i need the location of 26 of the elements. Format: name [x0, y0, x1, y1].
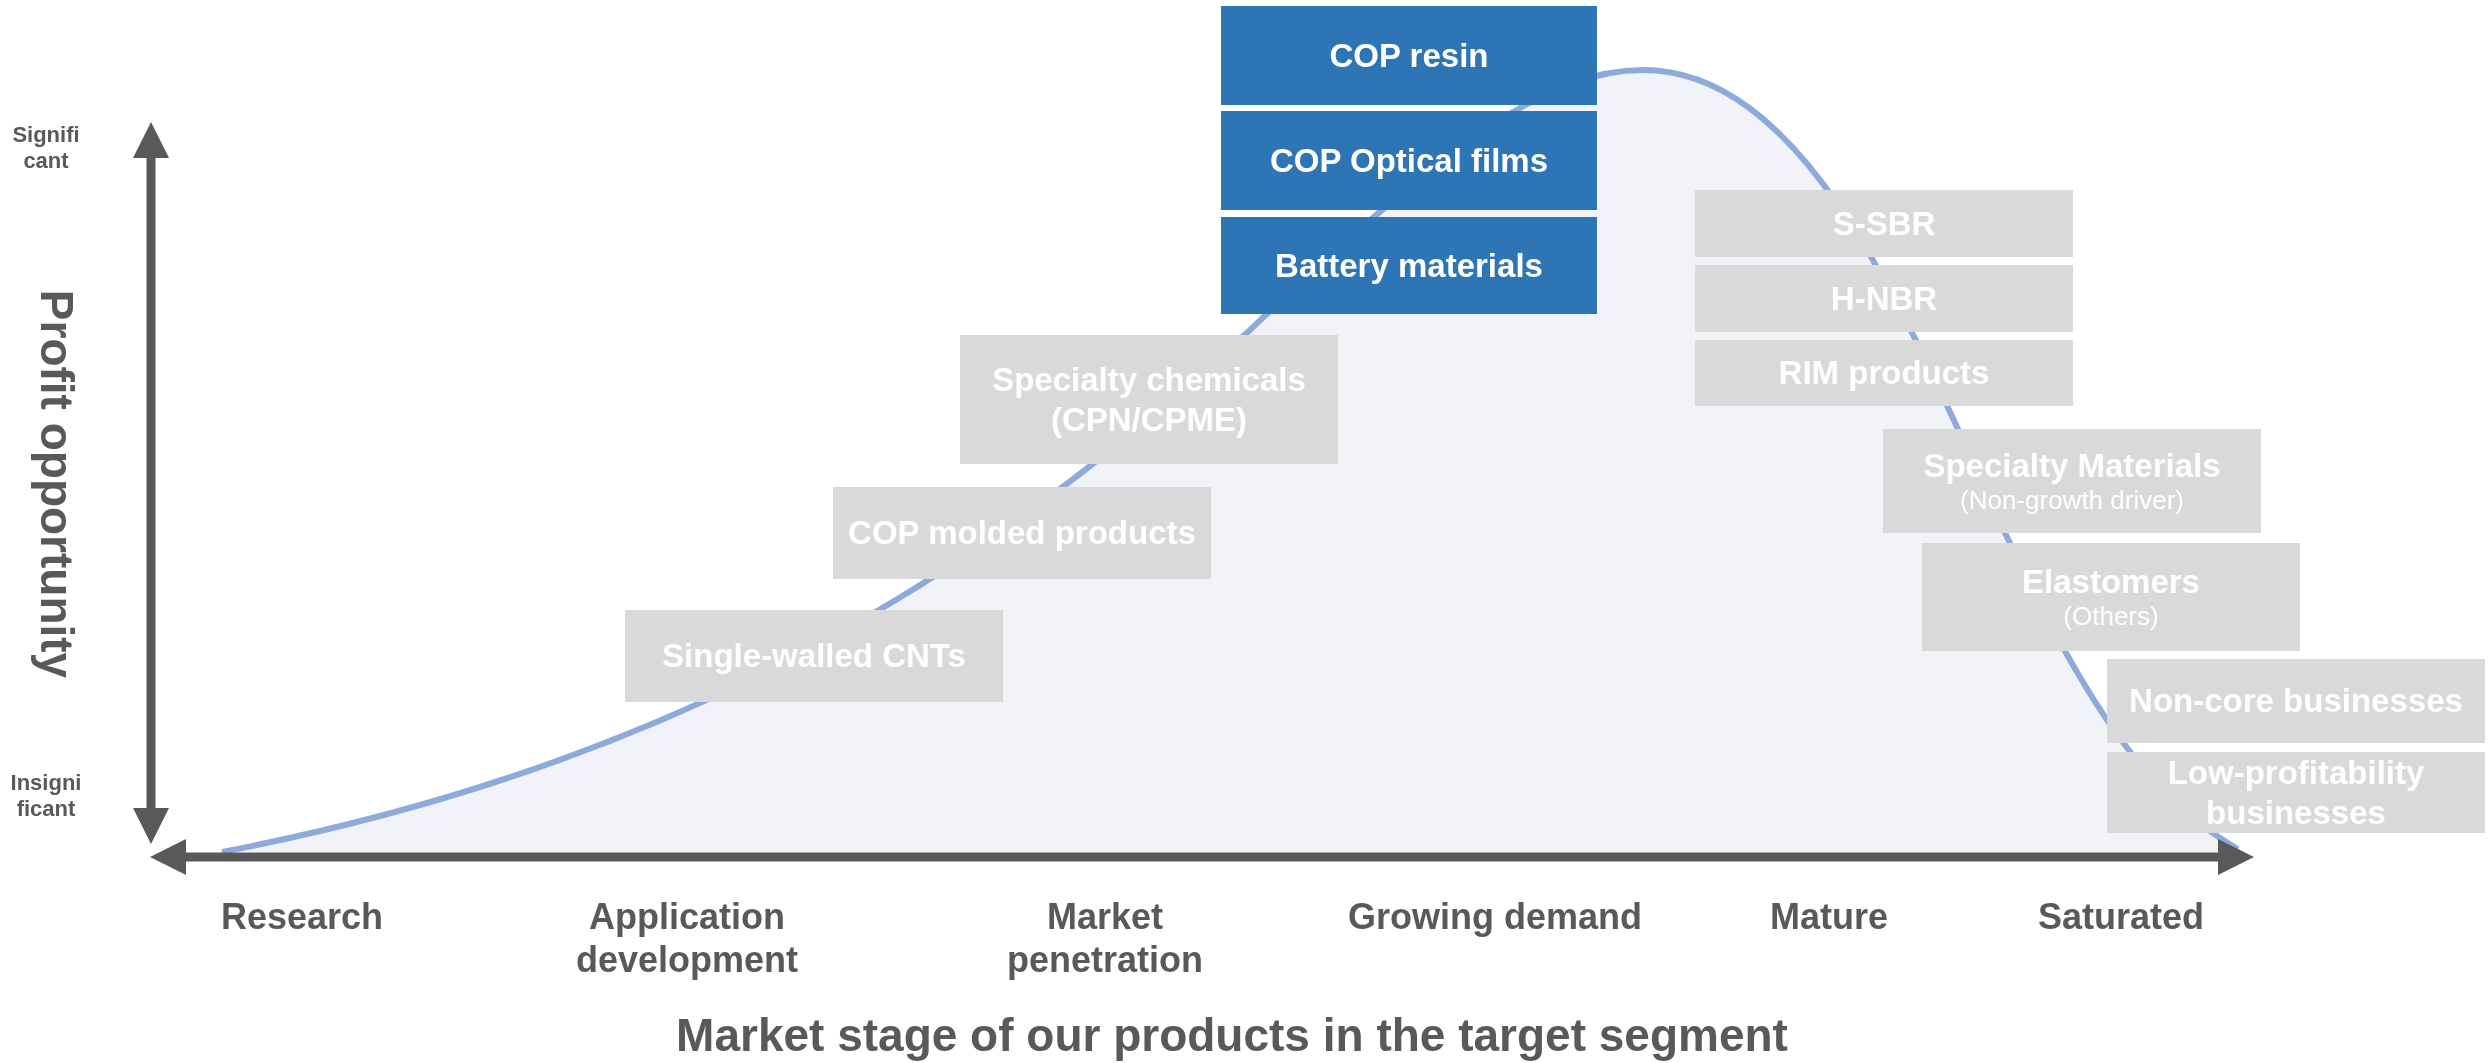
product-box [960, 335, 1338, 464]
product-box [1695, 190, 2073, 257]
product-box [625, 610, 1003, 702]
product-name: Battery materials [1275, 245, 1543, 286]
product-box [2107, 659, 2485, 743]
product-box [1221, 6, 1597, 105]
axis-title: Profit opportunity [29, 289, 84, 679]
axis-end-label: Signifi cant [11, 122, 81, 175]
product-box [1922, 543, 2300, 651]
product-box [1695, 265, 2073, 332]
product-name: COP Optical films [1269, 140, 1549, 181]
product-box [2107, 752, 2485, 833]
product-name: COP resin [1329, 35, 1489, 76]
stage-label: Research [219, 895, 385, 939]
stage-label: Application development [574, 895, 799, 982]
stage-label: Mature [1769, 895, 1889, 939]
product-box [1221, 217, 1597, 314]
stage-label: Market penetration [1006, 895, 1204, 982]
product-box [1883, 429, 2261, 533]
axis-end-label: Insigni ficant [9, 770, 83, 823]
product-box [833, 487, 1211, 579]
axis-title: Market stage of our products in the target segment [675, 1008, 1789, 1063]
product-box [1695, 340, 2073, 406]
stage-label: Saturated [2036, 895, 2205, 939]
stage-label: Growing demand [1347, 895, 1643, 939]
product-box [1221, 111, 1597, 210]
